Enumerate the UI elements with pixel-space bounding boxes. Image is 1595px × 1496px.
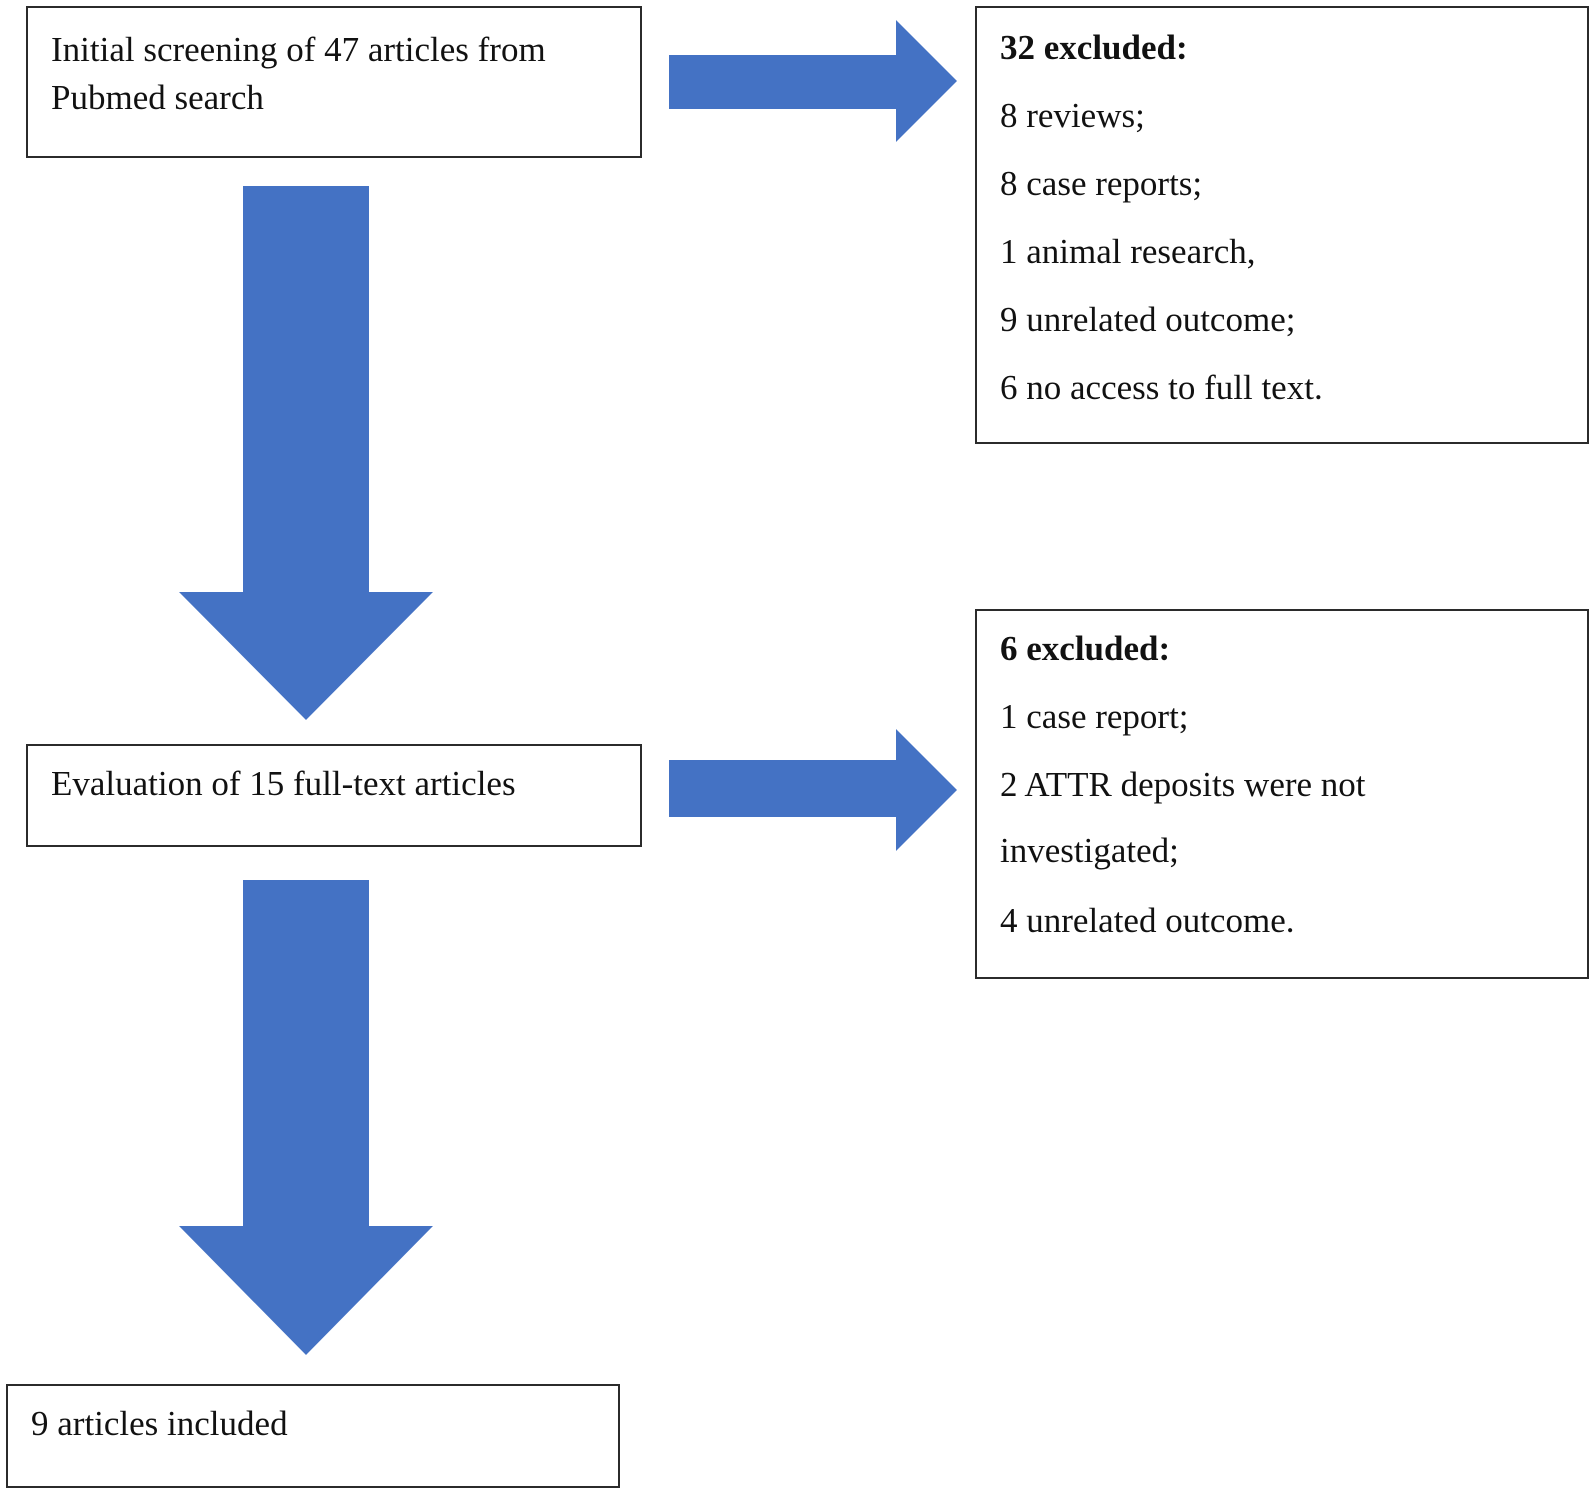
exclusion-box-2: 6 excluded: 1 case report; 2 ATTR deposi… (975, 609, 1589, 979)
included-box: 9 articles included (6, 1384, 620, 1488)
exclusion-1-title: 32 excluded: (1000, 28, 1188, 67)
evaluation-box: Evaluation of 15 full-text articles (26, 744, 642, 847)
initial-screening-line-1: Initial screening of 47 articles from (51, 30, 546, 69)
exclusion-1-item: 6 no access to full text. (1000, 368, 1323, 407)
arrow-right-to-exclusion-2 (669, 729, 957, 851)
arrow-right-to-exclusion-1 (669, 20, 957, 142)
evaluation-text: Evaluation of 15 full-text articles (51, 764, 516, 803)
exclusion-1-item: 9 unrelated outcome; (1000, 300, 1296, 339)
exclusion-2-item: 4 unrelated outcome. (1000, 901, 1295, 940)
exclusion-2-title: 6 excluded: (1000, 629, 1171, 668)
exclusion-2-item: investigated; (1000, 831, 1179, 870)
exclusion-1-item: 8 case reports; (1000, 164, 1203, 203)
exclusion-2-item: 2 ATTR deposits were not (1000, 765, 1366, 804)
exclusion-1-item: 8 reviews; (1000, 96, 1145, 135)
included-text: 9 articles included (31, 1404, 288, 1443)
exclusion-1-item: 1 animal research, (1000, 232, 1256, 271)
exclusion-2-item: 1 case report; (1000, 697, 1189, 736)
arrow-down-to-included (179, 880, 433, 1355)
initial-screening-line-2: Pubmed search (51, 78, 264, 117)
exclusion-box-1: 32 excluded: 8 reviews; 8 case reports; … (975, 6, 1589, 444)
arrow-down-to-evaluation (179, 186, 433, 720)
initial-screening-box: Initial screening of 47 articles from Pu… (26, 6, 642, 158)
